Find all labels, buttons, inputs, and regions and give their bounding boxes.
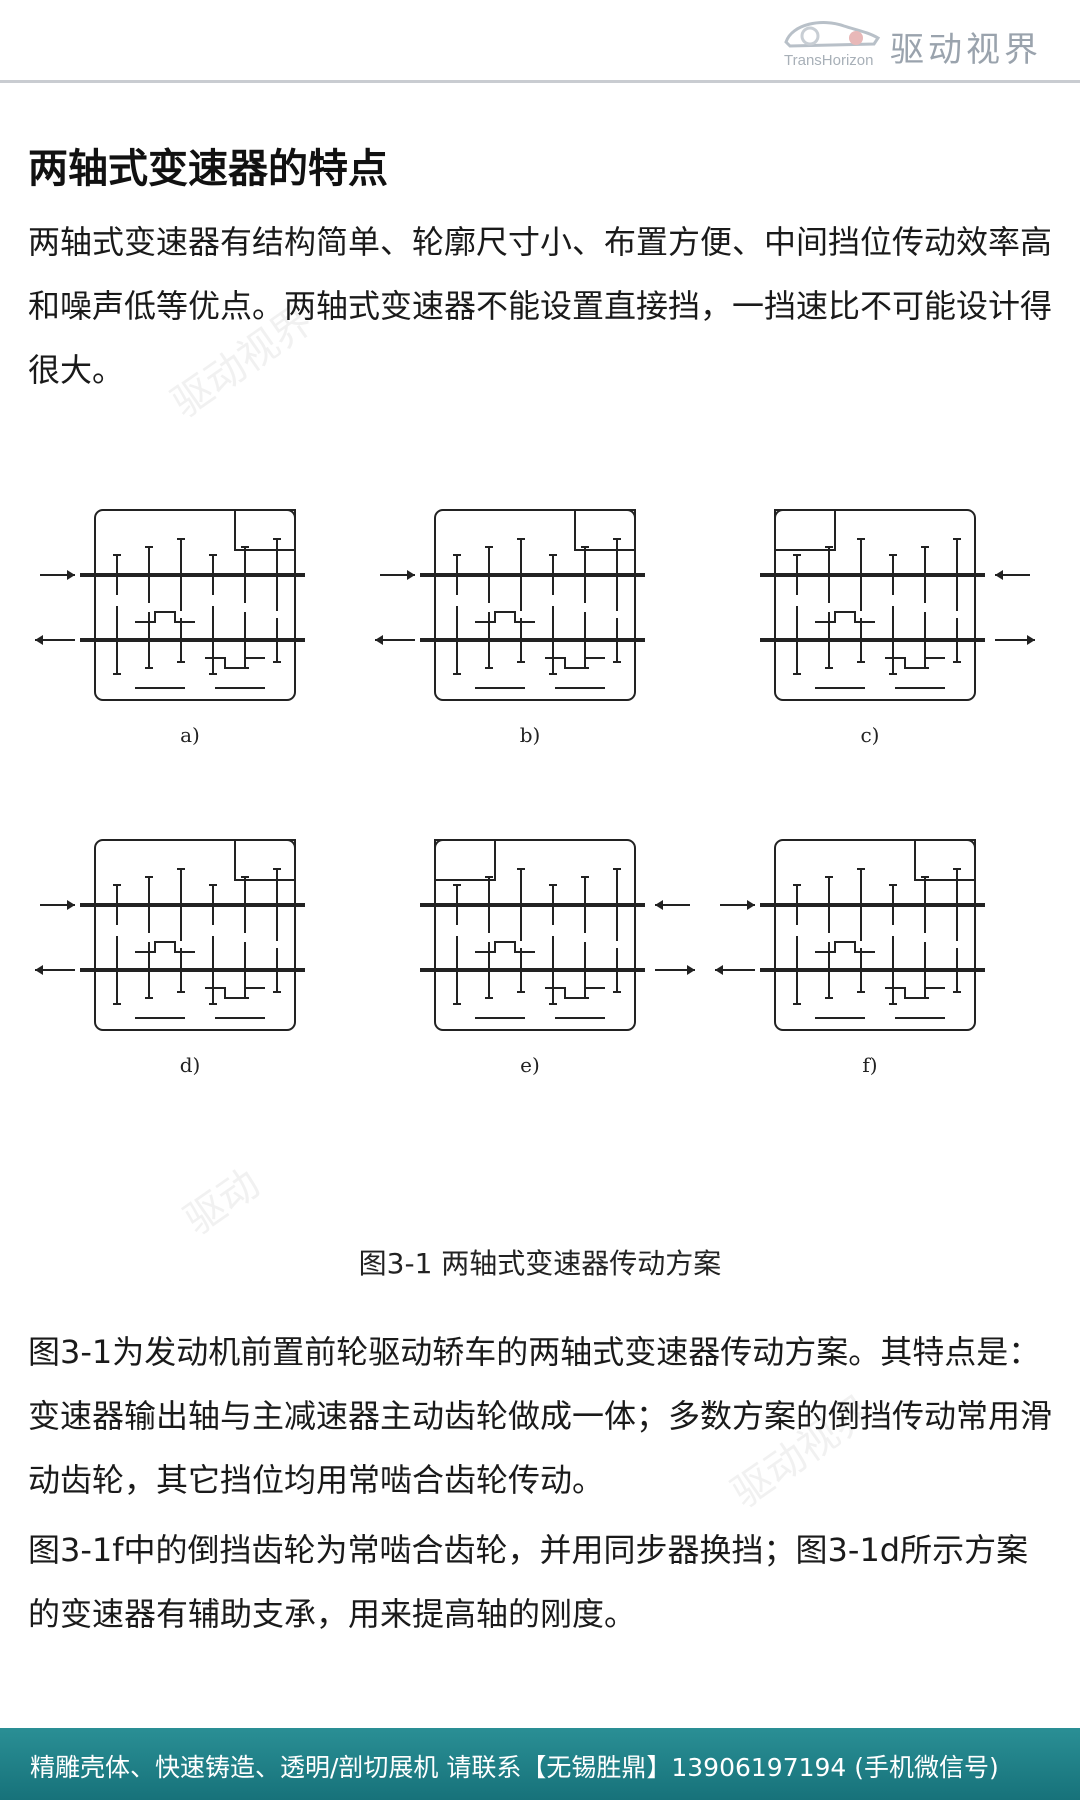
input-arrowhead: [67, 570, 75, 580]
gearbox-housing: [774, 509, 976, 701]
synchronizer: [885, 987, 945, 999]
gearbox-housing: [434, 839, 636, 1031]
reverse-compartment: [434, 839, 496, 881]
synchronizer: [545, 657, 605, 669]
brand-logo: 驱动视界 TransHorizon: [782, 10, 1052, 76]
synchronizer: [475, 611, 535, 623]
sub-figure-label: f): [862, 1053, 877, 1077]
synchronizer: [885, 657, 945, 669]
transmission-schemes-figure: a) b) c) d) e) f): [20, 480, 1060, 1200]
sub-figure-label: e): [520, 1053, 540, 1077]
synchronizer: [205, 657, 265, 669]
output-arrowhead: [687, 965, 695, 975]
sub-figure-label: a): [180, 723, 200, 747]
input-arrowhead: [67, 900, 75, 910]
figure-caption: 图3-1 两轴式变速器传动方案: [358, 1247, 722, 1280]
output-arrowhead: [35, 965, 43, 975]
reverse-compartment: [914, 839, 976, 881]
sub-figure-label: c): [860, 723, 879, 747]
output-arrowhead: [375, 635, 383, 645]
logo-name: 驱动视界: [890, 30, 1042, 70]
reverse-compartment: [774, 509, 836, 551]
synchronizer: [135, 611, 195, 623]
input-arrowhead: [747, 900, 755, 910]
footer-ad-text: 精雕壳体、快速铸造、透明/剖切展机 请联系【无锡胜鼎】13906197194 (…: [30, 1753, 999, 1782]
gearbox-housing: [94, 509, 296, 701]
synchronizer: [205, 987, 265, 999]
synchronizer: [815, 611, 875, 623]
car-logo-icon: [784, 21, 881, 48]
gearbox-housing: [434, 509, 636, 701]
footer-banner: 精雕壳体、快速铸造、透明/剖切展机 请联系【无锡胜鼎】13906197194 (…: [0, 1728, 1080, 1800]
gear-schematics: a) b) c) d) e) f): [35, 509, 1035, 1077]
input-arrowhead: [655, 900, 663, 910]
header-divider: [0, 80, 1080, 83]
output-arrowhead: [715, 965, 723, 975]
reverse-compartment: [234, 839, 296, 881]
synchronizer: [475, 941, 535, 953]
paragraph-figure-notes: 图3-1f中的倒挡齿轮为常啮合齿轮，并用同步器换挡；图3-1d所示方案的变速器有…: [28, 1531, 1029, 1633]
input-arrowhead: [407, 570, 415, 580]
header: 驱动视界 TransHorizon: [0, 0, 1080, 83]
input-arrowhead: [995, 570, 1003, 580]
reverse-compartment: [574, 509, 636, 551]
logo-subtitle: TransHorizon: [784, 52, 874, 69]
page-title: 两轴式变速器的特点: [28, 146, 388, 192]
output-arrowhead: [1027, 635, 1035, 645]
gearbox-housing: [774, 839, 976, 1031]
synchronizer: [545, 987, 605, 999]
paragraph-figure-description: 图3-1为发动机前置前轮驱动轿车的两轴式变速器传动方案。其特点是：变速器输出轴与…: [28, 1333, 1053, 1499]
paragraph-intro: 两轴式变速器有结构简单、轮廓尺寸小、布置方便、中间挡位传动效率高和噪声低等优点。…: [28, 223, 1053, 389]
synchronizer: [135, 941, 195, 953]
sub-figure-label: b): [520, 723, 541, 747]
output-arrowhead: [35, 635, 43, 645]
reverse-compartment: [234, 509, 296, 551]
synchronizer: [815, 941, 875, 953]
gearbox-housing: [94, 839, 296, 1031]
sub-figure-label: d): [180, 1053, 201, 1077]
